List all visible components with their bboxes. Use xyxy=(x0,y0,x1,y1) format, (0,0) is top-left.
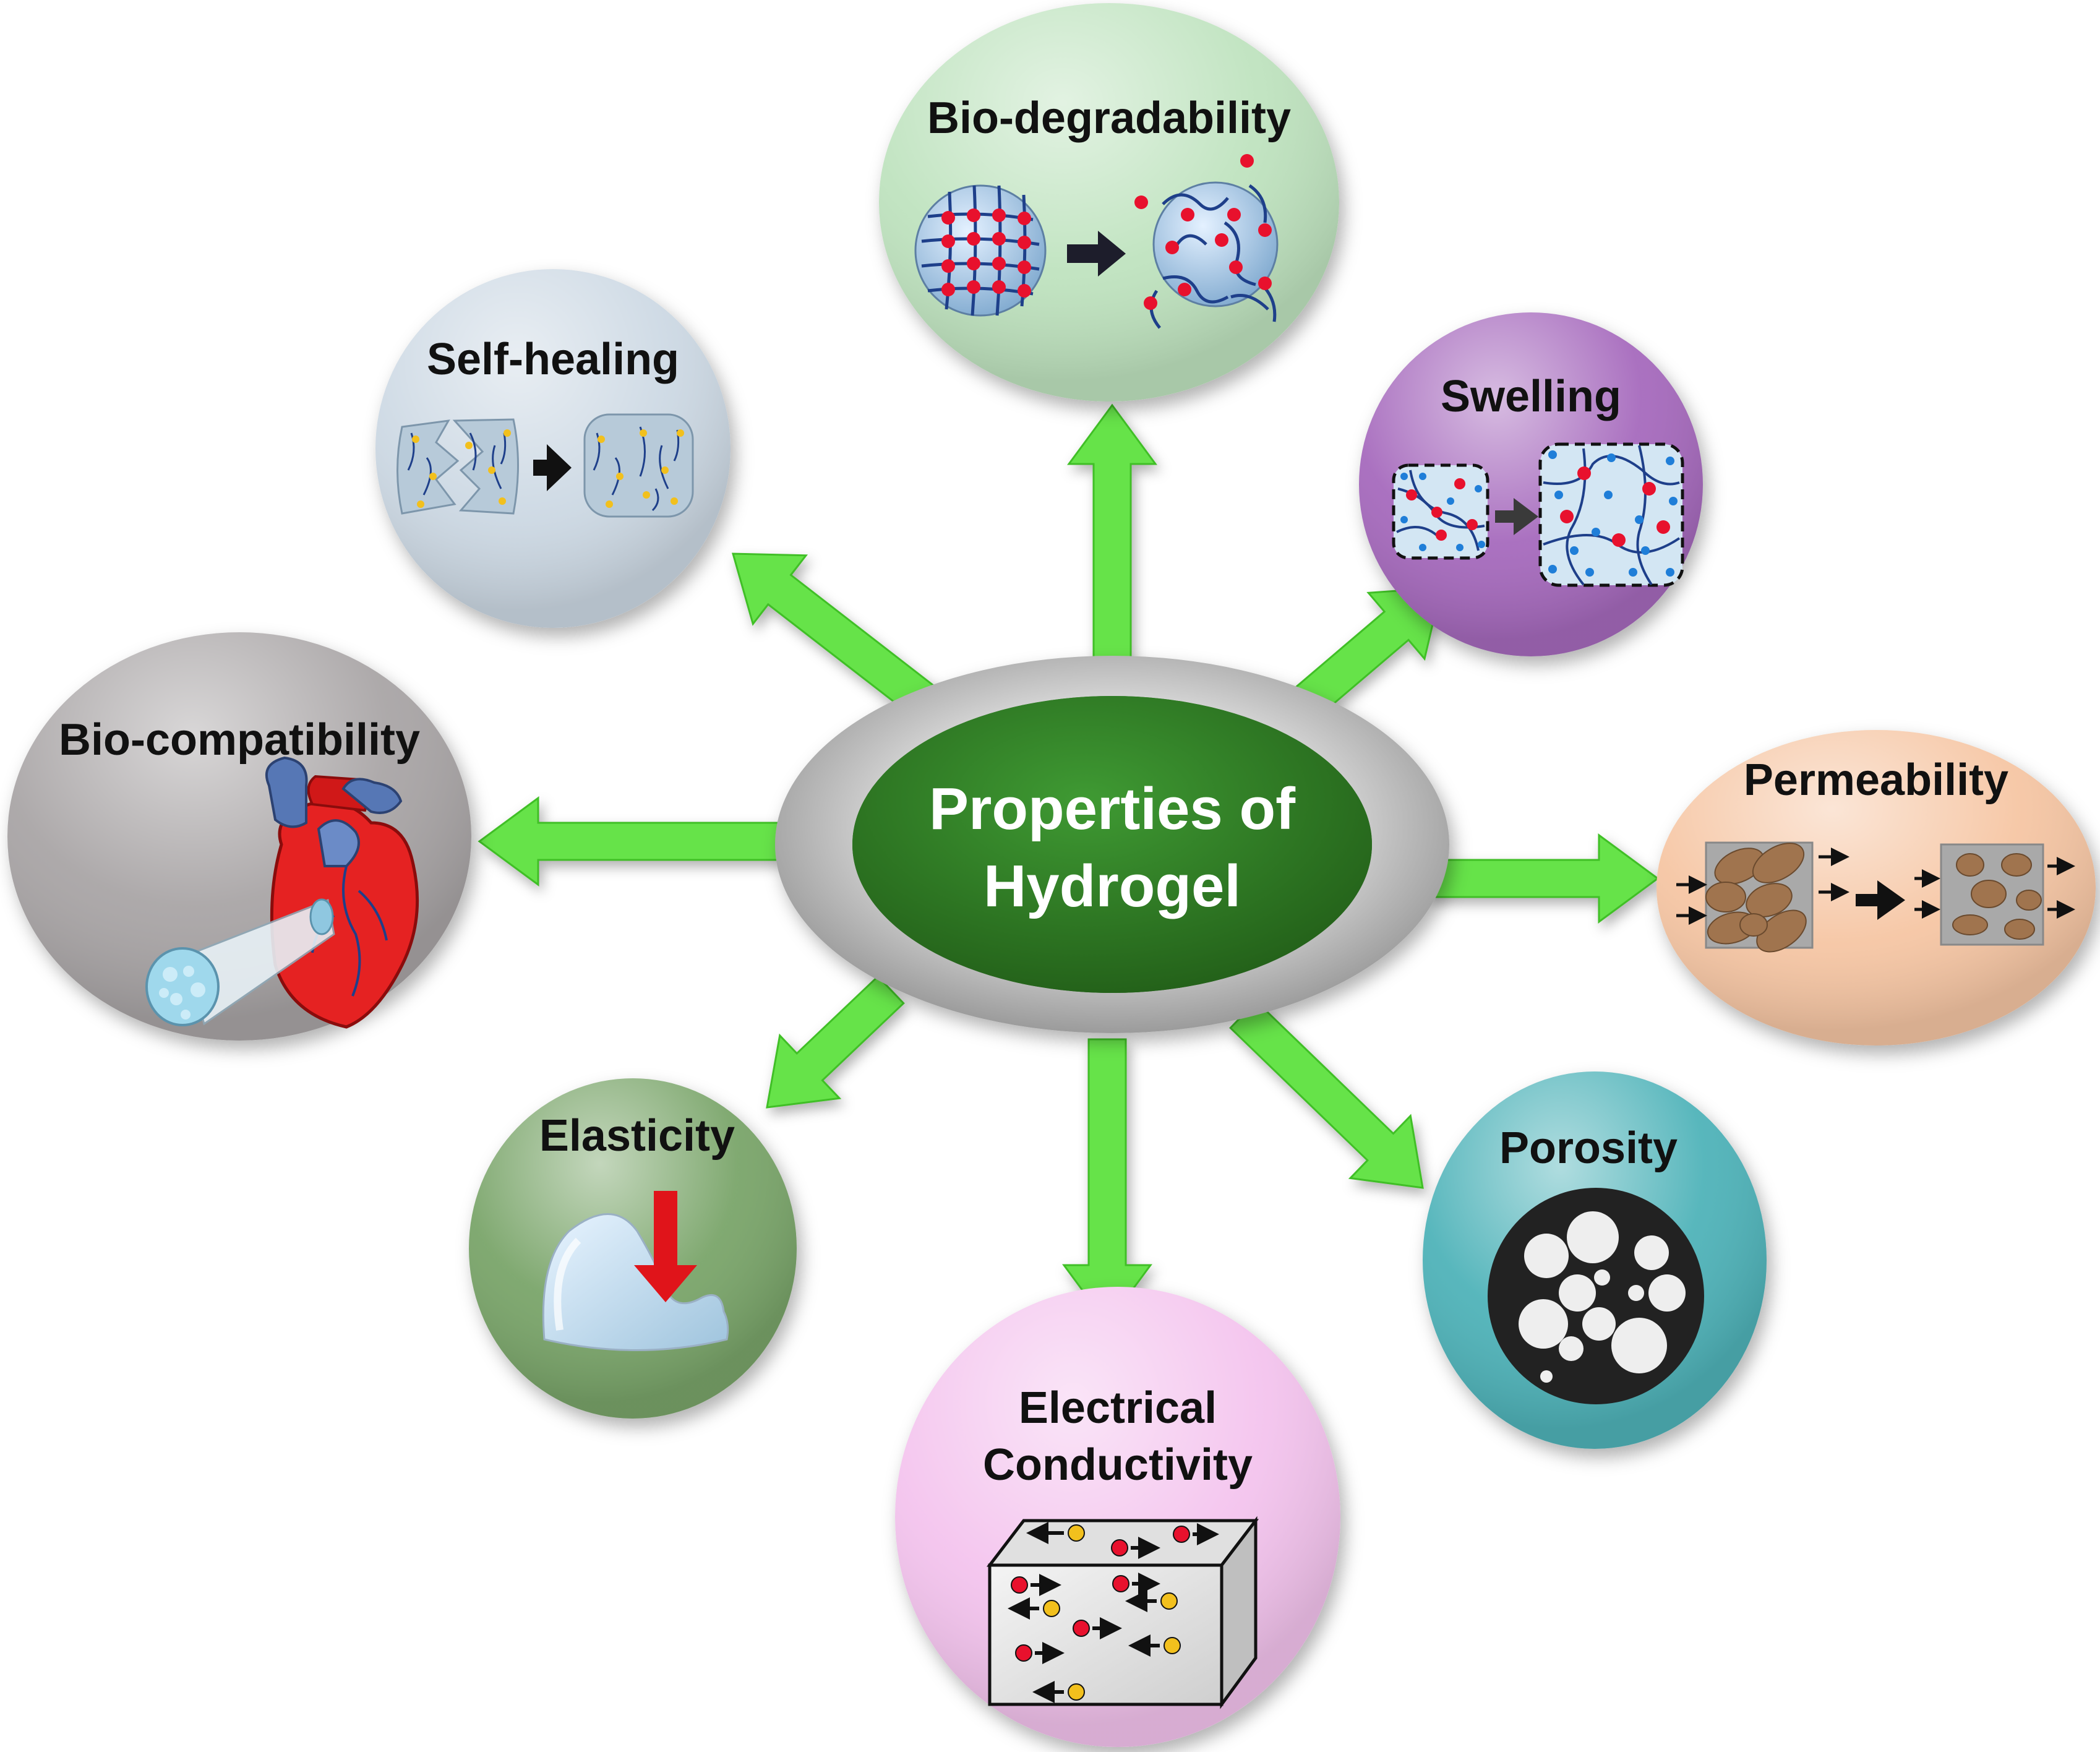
selfhealing-label: Self-healing xyxy=(427,335,679,384)
compression-arrow-icon xyxy=(634,1191,697,1302)
hydrogel-scaffold-icon xyxy=(145,898,335,1026)
porous-disc-icon xyxy=(1488,1188,1704,1404)
elasticity-label: Elasticity xyxy=(539,1111,735,1161)
porous-membrane-icon xyxy=(1940,843,2044,946)
swollen-gel-icon xyxy=(1538,442,1684,587)
biocompatibility-label: Bio-compatibility xyxy=(59,715,420,765)
node-swelling: Swelling xyxy=(1359,312,1703,656)
conductive-block-icon xyxy=(986,1516,1259,1709)
swelling-arrow-icon xyxy=(1495,498,1538,535)
center-title-line2: Hydrogel xyxy=(984,853,1241,919)
biodegradability-label: Bio-degradability xyxy=(927,93,1291,143)
node-biodegradability: Bio-degradability xyxy=(879,3,1339,402)
arrow-to-self-healing xyxy=(731,552,938,718)
flow-arrows-icon xyxy=(1676,848,2075,925)
node-permeability: Permeability xyxy=(1656,730,2096,1046)
permeability-arrow-icon xyxy=(1856,880,1905,920)
swelling-label: Swelling xyxy=(1441,372,1621,421)
electrical-label-line2: Conductivity xyxy=(983,1440,1253,1490)
electrical-label-line1: Electrical xyxy=(1019,1383,1217,1433)
center-hub: Properties of Hydrogel xyxy=(775,656,1449,1033)
healed-gel-icon xyxy=(583,413,694,518)
arrow-to-porosity xyxy=(1229,1000,1424,1189)
arrow-to-permeability xyxy=(1428,833,1660,924)
connector-arrows xyxy=(478,403,1660,1326)
charge-carriers-icon xyxy=(1008,1522,1219,1703)
elastic-gel-icon xyxy=(542,1213,729,1351)
node-biocompatibility: Bio-compatibility xyxy=(7,632,471,1041)
node-self-healing: Self-healing xyxy=(375,269,731,628)
arrow-to-electrical-conductivity xyxy=(1062,1038,1152,1326)
porosity-label: Porosity xyxy=(1499,1123,1678,1173)
arrow-to-elasticity xyxy=(766,975,905,1109)
small-gel-icon xyxy=(1392,463,1489,560)
permeability-label: Permeability xyxy=(1744,755,2008,805)
arrow-to-biocompatibility xyxy=(478,796,781,887)
arrow-to-biodegradability xyxy=(1067,403,1157,691)
broken-gel-icon xyxy=(396,418,519,515)
node-porosity: Porosity xyxy=(1423,1071,1767,1449)
dense-membrane-icon xyxy=(1705,841,1814,953)
center-title-line1: Properties of xyxy=(929,776,1296,842)
crosslinked-network-icon xyxy=(914,184,1047,317)
node-elasticity: Elasticity xyxy=(469,1078,797,1419)
degraded-network-icon xyxy=(1134,154,1279,329)
healing-arrow-icon xyxy=(533,444,572,491)
node-electrical-conductivity: Electrical Conductivity xyxy=(895,1287,1340,1747)
transition-arrow-icon xyxy=(1067,231,1126,277)
